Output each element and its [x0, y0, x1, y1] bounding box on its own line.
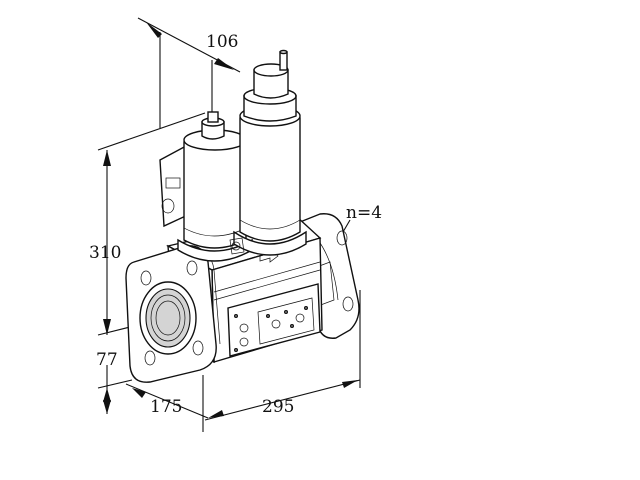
right-solenoid: [233, 49, 307, 256]
dim-top-width: 106: [206, 32, 238, 52]
left-flange: [125, 245, 221, 383]
dim-flange-holes: n=4: [346, 203, 382, 223]
dim-depth: 175: [150, 397, 182, 417]
dim-height: 310: [89, 243, 121, 263]
dim-lower-height: 77: [96, 350, 118, 370]
left-solenoid: [159, 111, 253, 262]
coil-bases: [229, 237, 245, 255]
dimension-lines: [97, 17, 361, 432]
dim-length: 295: [262, 397, 294, 417]
